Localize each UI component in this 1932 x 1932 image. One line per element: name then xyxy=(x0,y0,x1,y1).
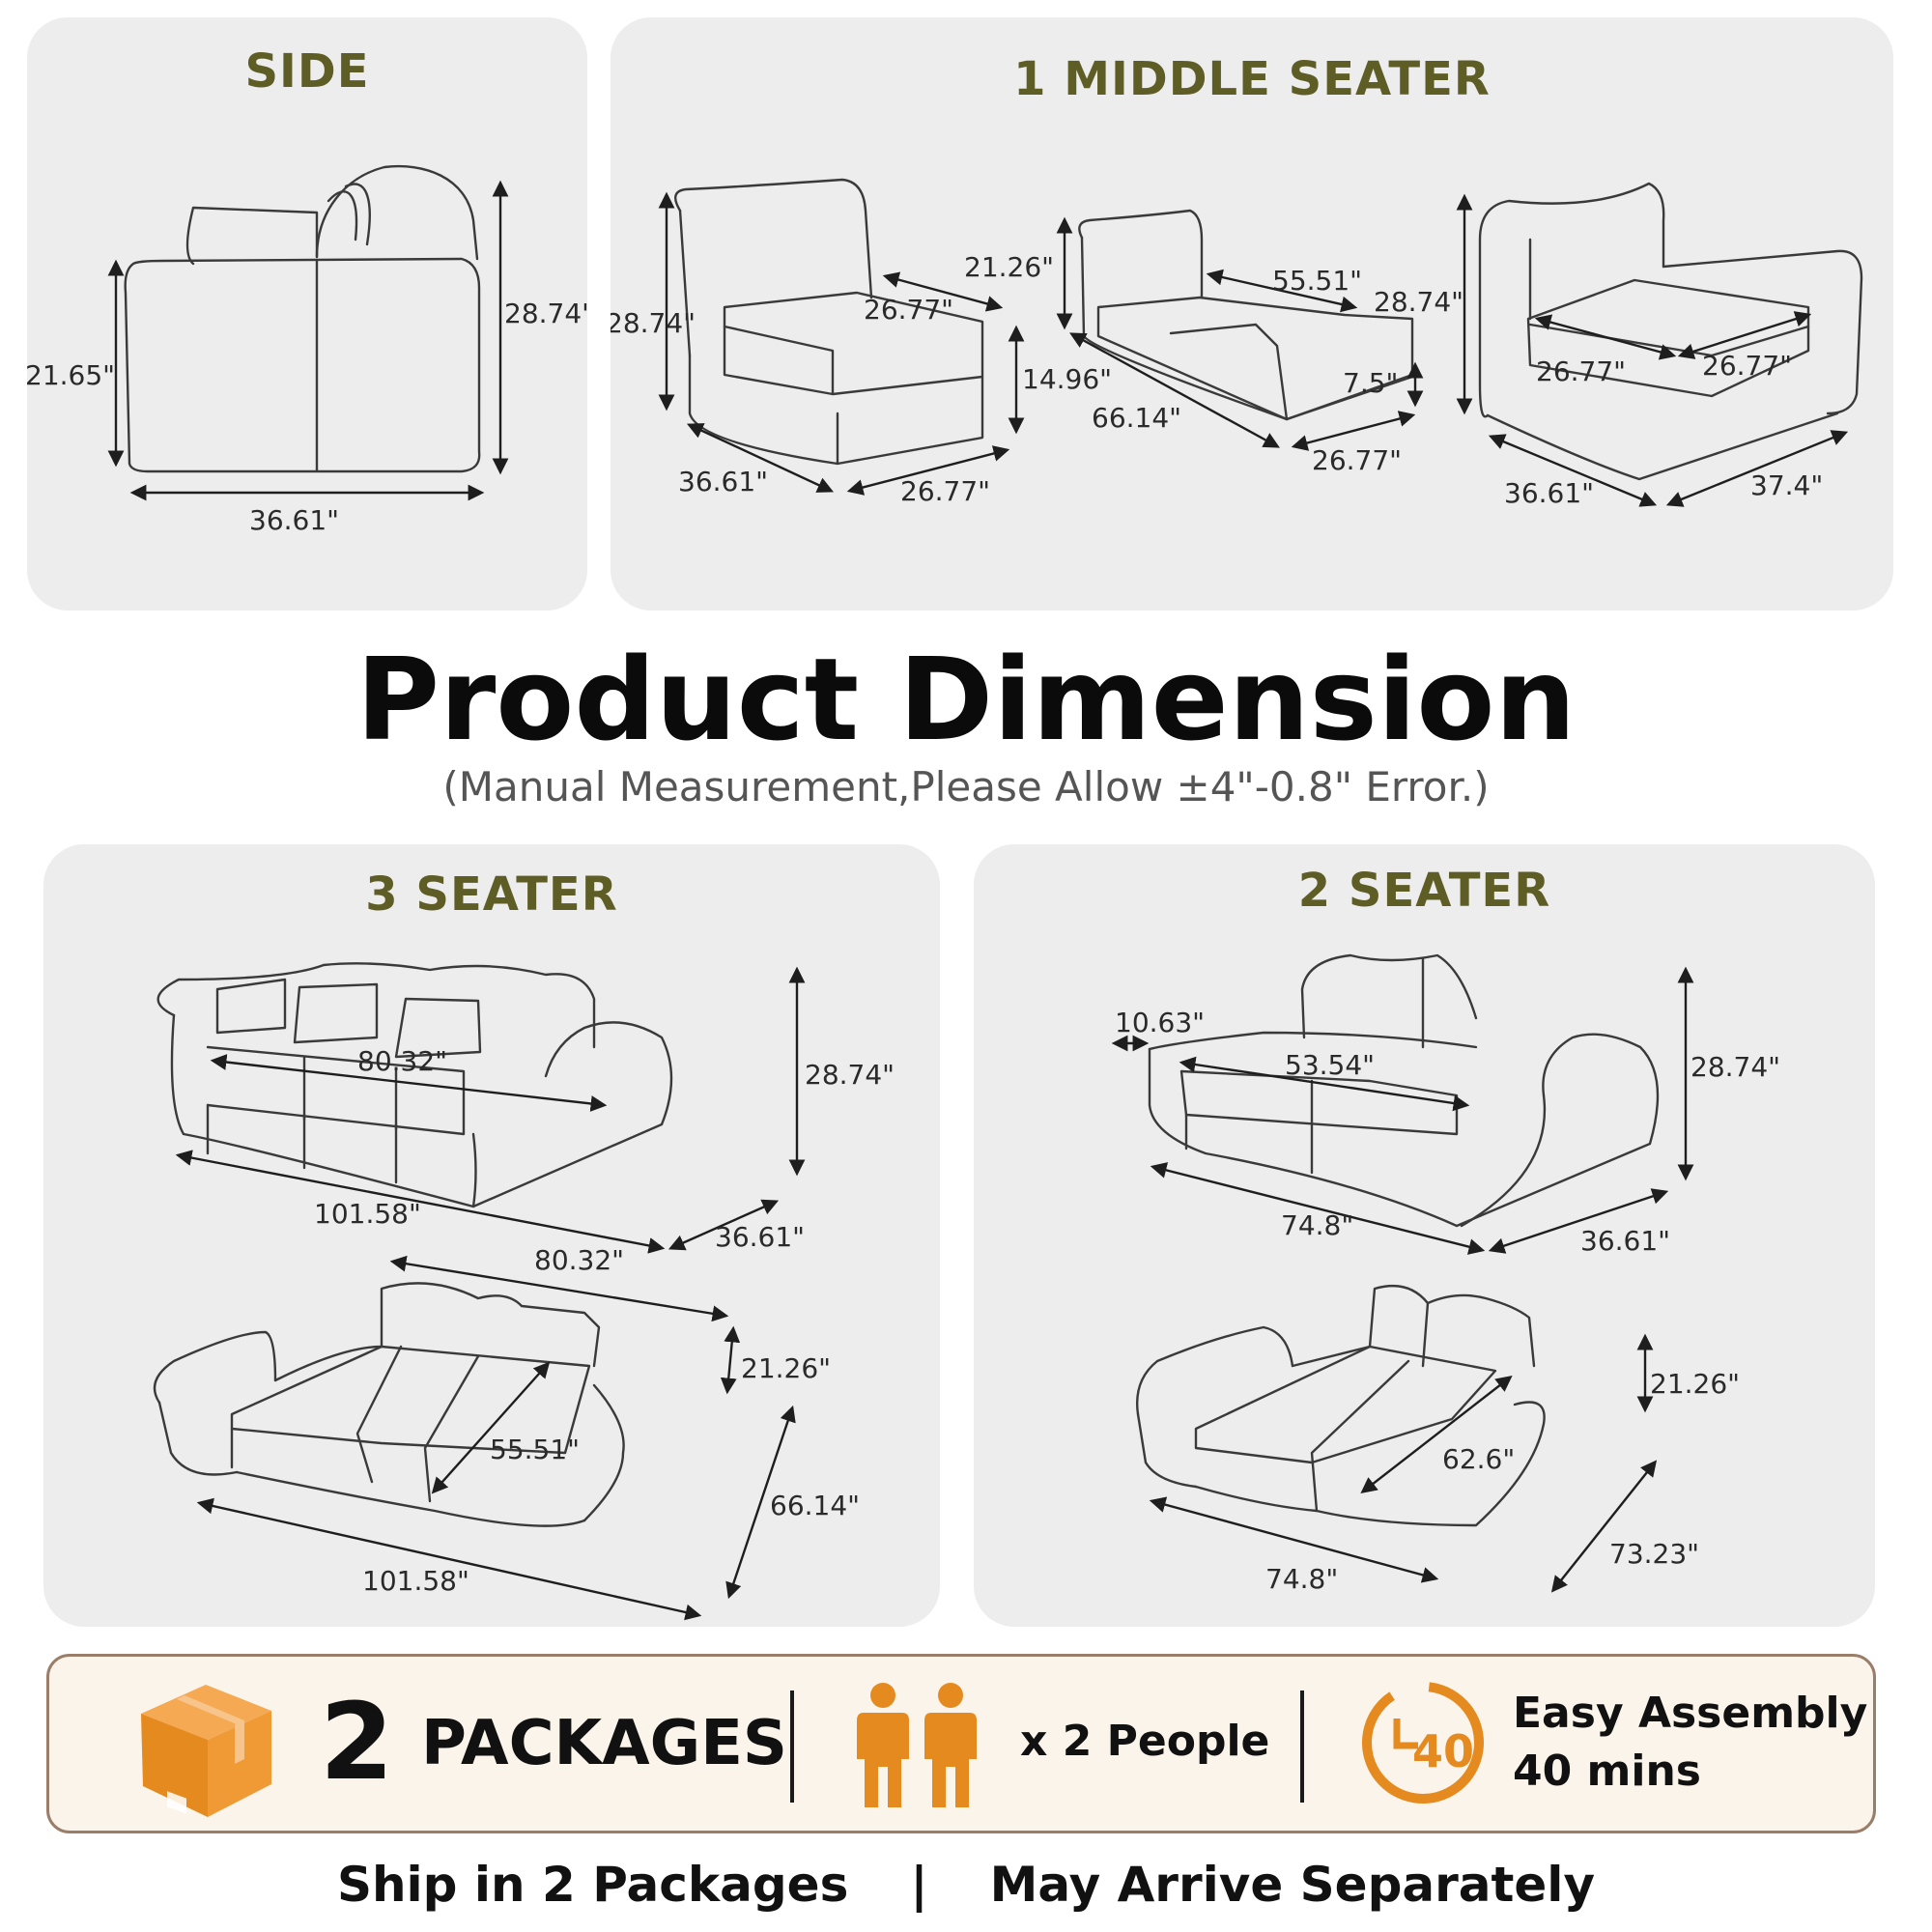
two-seater-dim-depth: 36.61" xyxy=(1580,1225,1670,1257)
footer-separator: | xyxy=(910,1857,928,1913)
info-bar: 2 PACKAGES x 2 People 40 Easy Assembly 4… xyxy=(46,1654,1876,1833)
two-seater-bed-dim-back-height: 21.26" xyxy=(1650,1368,1740,1400)
middle-bed-dim-back-height: 21.26" xyxy=(964,251,1054,283)
three-seater-sofa-outline xyxy=(156,962,673,1208)
side-dim-height-arm: 21.65" xyxy=(27,359,115,391)
three-seater-bed-dim-back-height: 21.26" xyxy=(741,1352,831,1384)
assembly-line1: Easy Assembly xyxy=(1513,1689,1868,1738)
middle-seater-panel: 1 MIDDLE SEATER 28.74" 26.77" 14.96" 36.… xyxy=(611,17,1893,611)
middle-corner-dim-seat-w2: 26.77" xyxy=(1702,350,1792,382)
three-seater-bed-dim-back-width: 80.32" xyxy=(534,1244,624,1276)
footer: Ship in 2 Packages | May Arrive Separately xyxy=(0,1857,1932,1913)
two-seater-bed-outline xyxy=(1136,1285,1546,1527)
two-seater-title: 2 SEATER xyxy=(1297,864,1551,918)
packages-number: 2 xyxy=(320,1680,394,1804)
middle-corner-dim-width: 37.4" xyxy=(1750,469,1823,501)
side-title: SIDE xyxy=(244,44,370,99)
three-seater-bed-dim-seat-len: 55.51" xyxy=(490,1434,580,1465)
three-seater-dim-width: 101.58" xyxy=(314,1198,421,1230)
two-seater-dim-height: 28.74" xyxy=(1690,1051,1780,1083)
middle-corner-dim-height: 28.74" xyxy=(1374,286,1463,318)
people-label: x 2 People xyxy=(1020,1717,1270,1766)
two-seater-bed-dim-length: 73.23" xyxy=(1609,1538,1699,1570)
middle-corner-dim-seat-w1: 26.77" xyxy=(1536,355,1626,387)
clock-number: 40 xyxy=(1412,1725,1474,1777)
three-seater-title: 3 SEATER xyxy=(365,867,618,922)
middle-chair-dim-seat-depth: 26.77" xyxy=(864,294,953,326)
middle-bed-dim-width: 26.77" xyxy=(1312,444,1402,476)
page-title: Product Dimension xyxy=(355,633,1577,766)
three-seater-dim-height: 28.74" xyxy=(805,1059,895,1091)
two-seater-bed-dim-width: 74.8" xyxy=(1265,1563,1338,1595)
clock-icon: 40 xyxy=(1362,1682,1484,1804)
two-seater-dim-arm: 10.63" xyxy=(1115,1007,1205,1038)
three-seater-panel: 3 SEATER 80.32" 28.74" 101.58" xyxy=(43,844,940,1627)
middle-bed-dim-cushion: 7.5" xyxy=(1343,367,1398,399)
page-subtitle: (Manual Measurement,Please Allow ±4"-0.8… xyxy=(442,763,1490,810)
footer-right: May Arrive Separately xyxy=(989,1857,1596,1913)
middle-seater-drawing: 28.74" 26.77" 14.96" 36.61" 26.77" 21.26… xyxy=(611,178,1863,509)
info-divider-2 xyxy=(1300,1690,1304,1803)
two-seater-drawing: 10.63" 53.54" 28.74" 74.8" 36.61" 21.26"… xyxy=(1111,953,1780,1595)
middle-corner-outline xyxy=(1478,182,1863,481)
middle-chair-dim-seat-height: 14.96" xyxy=(1022,363,1112,395)
three-seater-drawing: 80.32" 28.74" 101.58" 36.61" 80.32" 21.2… xyxy=(153,962,895,1621)
packages-label: PACKAGES xyxy=(421,1708,787,1779)
side-drawing: 21.65" 28.74" 36.61" xyxy=(27,164,587,536)
middle-seater-title: 1 MIDDLE SEATER xyxy=(1013,52,1491,106)
side-dim-depth: 36.61" xyxy=(249,504,339,536)
middle-chair-dim-depth: 36.61" xyxy=(678,466,768,497)
three-seater-dim-depth: 36.61" xyxy=(715,1221,805,1253)
three-seater-bed-dim-width: 101.58" xyxy=(362,1565,469,1597)
middle-corner-dim-depth: 36.61" xyxy=(1504,477,1594,509)
info-divider-1 xyxy=(790,1690,794,1803)
two-seater-panel: 2 SEATER 10.63" 53.54" 28.74" 74.8" 36.6… xyxy=(974,844,1875,1627)
side-dim-height-back: 28.74" xyxy=(504,298,587,329)
three-seater-bed-dim-length: 66.14" xyxy=(770,1490,860,1521)
three-seater-bed-outline xyxy=(153,1282,625,1527)
middle-chair-dim-height: 28.74" xyxy=(611,307,696,339)
middle-bed-dim-length-top: 55.51" xyxy=(1272,265,1362,297)
side-panel: SIDE 21.65" 28.74" 36.61" xyxy=(27,17,587,611)
three-seater-dim-seat-width: 80.32" xyxy=(357,1045,447,1077)
middle-bed-dim-length: 66.14" xyxy=(1092,402,1181,434)
two-seater-bed-dim-seat-len: 62.6" xyxy=(1442,1443,1515,1475)
two-seater-dim-width: 74.8" xyxy=(1281,1209,1353,1241)
people-icon xyxy=(857,1683,977,1807)
middle-chair-dim-width: 26.77" xyxy=(900,475,990,507)
footer-left: Ship in 2 Packages xyxy=(336,1857,849,1913)
two-seater-dim-seat-width: 53.54" xyxy=(1285,1049,1375,1081)
package-box-icon xyxy=(141,1685,271,1817)
assembly-line2: 40 mins xyxy=(1513,1747,1701,1796)
side-sofa-outline xyxy=(124,164,481,473)
